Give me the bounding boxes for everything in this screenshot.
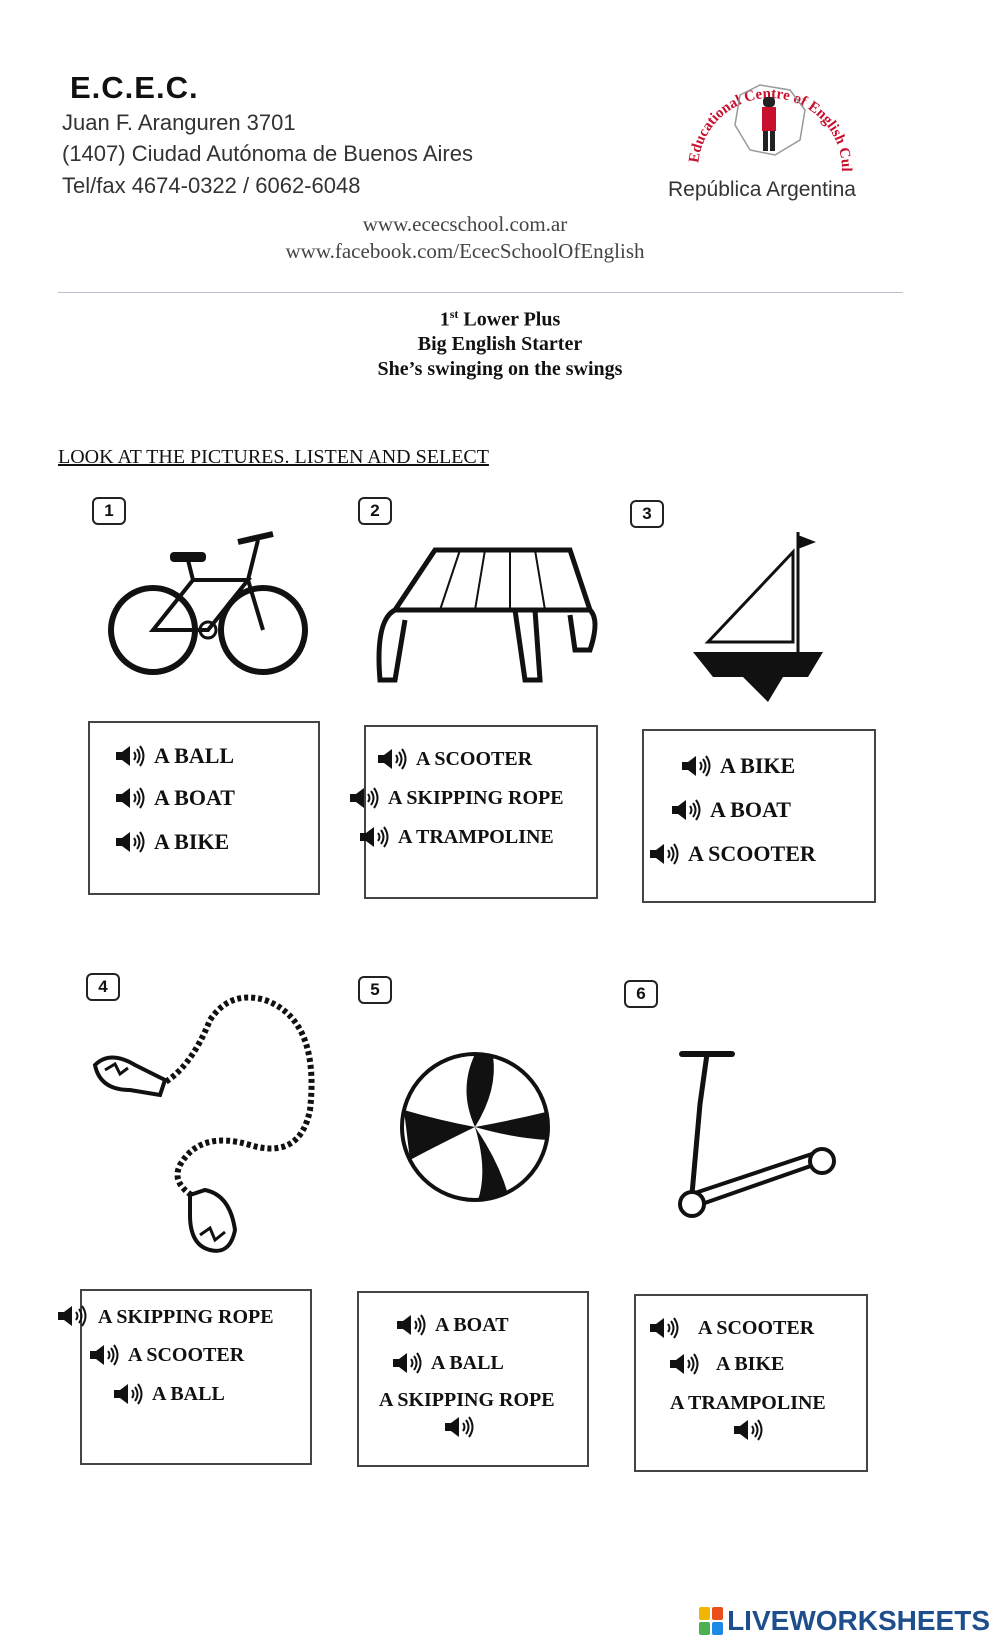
- speaker-icon[interactable]: [670, 798, 702, 822]
- item-number: 5: [358, 976, 392, 1004]
- options-box: A SCOOTER A SKIPPING ROPE A TRAMPOLINE: [364, 725, 598, 899]
- skipping-rope-icon: [92, 994, 315, 1253]
- speaker-icon[interactable]: [680, 754, 712, 778]
- item-number: 6: [624, 980, 658, 1008]
- speaker-icon[interactable]: [114, 744, 146, 768]
- book-title: Big English Starter: [417, 333, 583, 355]
- trampoline-icon: [376, 547, 598, 683]
- speaker-icon[interactable]: [114, 786, 146, 810]
- unit-title: She’s swinging on the swings: [377, 358, 623, 380]
- speaker-icon[interactable]: [88, 1343, 120, 1367]
- speaker-icon[interactable]: [112, 1382, 144, 1406]
- phone-line: Tel/fax 4674-0322 / 6062-6048: [62, 173, 361, 198]
- answer-option[interactable]: A TRAMPOLINE: [358, 825, 554, 849]
- speaker-icon[interactable]: [348, 786, 380, 810]
- item-number: 2: [358, 497, 392, 525]
- answer-option[interactable]: A BOAT: [670, 797, 791, 823]
- answer-option[interactable]: A BOAT: [395, 1313, 509, 1337]
- bike-icon: [108, 531, 308, 675]
- answer-option[interactable]: A SCOOTER: [648, 841, 816, 867]
- item-number: 4: [86, 973, 120, 1001]
- options-box: [80, 1289, 312, 1465]
- instructions: LOOK AT THE PICTURES. LISTEN AND SELECT: [58, 446, 489, 468]
- options-box: A BIKE A BOAT A SCOOTER: [642, 729, 876, 903]
- options-box: A BALL A BOAT A BIKE: [88, 721, 320, 895]
- answer-option[interactable]: A BALL: [114, 743, 234, 769]
- speaker-icon[interactable]: [395, 1313, 427, 1337]
- item-number: 3: [630, 500, 664, 528]
- answer-option[interactable]: A SKIPPING ROPE: [348, 786, 564, 810]
- answer-option[interactable]: A BIKE: [668, 1352, 784, 1376]
- answer-option[interactable]: A BIKE: [114, 829, 229, 855]
- letterhead: [58, 55, 903, 293]
- answer-option[interactable]: A BALL: [391, 1351, 504, 1375]
- speaker-icon[interactable]: [358, 825, 390, 849]
- answer-option[interactable]: A TRAMPOLINE: [670, 1392, 826, 1414]
- options-box: A BOAT A BALL A SKIPPING ROPE: [357, 1291, 589, 1467]
- country-label: República Argentina: [668, 178, 856, 201]
- speaker-icon[interactable]: [376, 747, 408, 771]
- liveworksheets-logo[interactable]: LIVEWORKSHEETS: [699, 1605, 990, 1637]
- speaker-icon[interactable]: [732, 1418, 764, 1442]
- facebook-link[interactable]: www.facebook.com/EcecSchoolOfEnglish: [285, 239, 645, 263]
- answer-option[interactable]: A SCOOTER: [376, 747, 532, 771]
- website-link[interactable]: www.ececschool.com.ar: [362, 212, 568, 236]
- org-name: E.C.E.C.: [70, 70, 199, 105]
- speaker-icon[interactable]: [648, 842, 680, 866]
- sailboat-icon: [693, 532, 823, 702]
- speaker-icon[interactable]: [648, 1316, 680, 1340]
- level-title: 1st Lower Plus: [439, 307, 561, 331]
- answer-option[interactable]: A SKIPPING ROPE: [379, 1389, 555, 1411]
- speaker-icon[interactable]: [443, 1415, 475, 1439]
- speaker-icon[interactable]: [56, 1304, 88, 1328]
- ball-icon: [400, 1052, 550, 1202]
- answer-option[interactable]: A SCOOTER: [648, 1316, 814, 1340]
- options-box: A SCOOTER A BIKE A TRAMPOLINE: [634, 1294, 868, 1472]
- liveworksheets-icon: [699, 1607, 724, 1635]
- speaker-icon[interactable]: [668, 1352, 700, 1376]
- answer-option[interactable]: A SKIPPING ROPE: [98, 1306, 274, 1328]
- address-line-1: Juan F. Aranguren 3701: [62, 110, 296, 135]
- speaker-icon[interactable]: [391, 1351, 423, 1375]
- footer-brand: LIVEWORKSHEETS: [727, 1605, 990, 1636]
- address-line-2: (1407) Ciudad Autónoma de Buenos Aires: [62, 141, 473, 166]
- speaker-icon[interactable]: [114, 830, 146, 854]
- answer-option[interactable]: A BALL: [112, 1382, 225, 1406]
- scooter-icon: [678, 1051, 836, 1218]
- item-number: 1: [92, 497, 126, 525]
- answer-option[interactable]: A SCOOTER: [88, 1343, 244, 1367]
- school-seal: Educational Centre of English Culture: [676, 43, 860, 185]
- answer-option[interactable]: A BOAT: [114, 785, 235, 811]
- answer-option[interactable]: A BIKE: [680, 753, 795, 779]
